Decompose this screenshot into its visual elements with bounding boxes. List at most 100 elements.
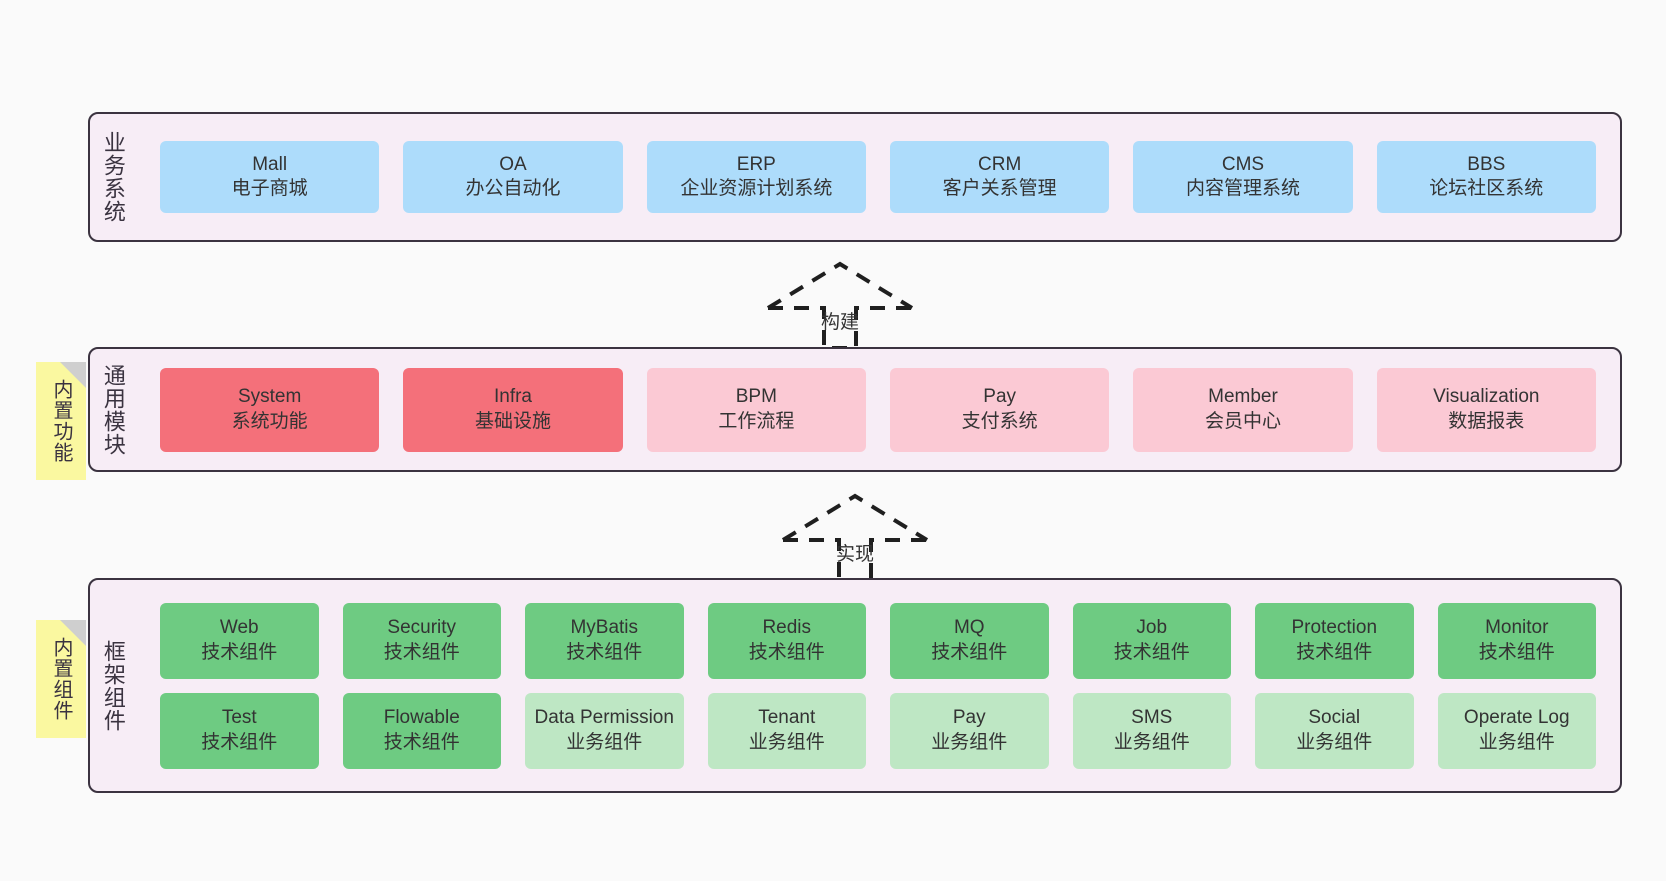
node-mq[interactable]: MQ 技术组件 [890, 602, 1049, 679]
node-subtitle: 数据报表 [1448, 410, 1525, 432]
node-title: Member [1208, 386, 1278, 408]
node-subtitle: 论坛社区系统 [1429, 178, 1544, 199]
node-subtitle: 业务组件 [1478, 731, 1555, 753]
layer-body-framework-component: Web 技术组件 Security 技术组件 MyBatis 技术组件 Redi… [136, 580, 1620, 791]
node-title: Infra [493, 386, 532, 408]
node-redis[interactable]: Redis 技术组件 [707, 602, 866, 679]
node-title: CMS [1221, 153, 1265, 175]
node-data-permission[interactable]: Data Permission 业务组件 [525, 692, 684, 769]
node-subtitle: 内容管理系统 [1185, 178, 1300, 199]
node-mall[interactable]: Mall 电子商城 [160, 141, 380, 213]
node-erp[interactable]: ERP 企业资源计划系统 [646, 141, 866, 213]
node-system[interactable]: System 系统功能 [160, 367, 380, 452]
node-protection[interactable]: Protection 技术组件 [1255, 602, 1414, 679]
framework-row-tech: Web 技术组件 Security 技术组件 MyBatis 技术组件 Redi… [148, 602, 1608, 679]
node-subtitle: 技术组件 [383, 641, 460, 663]
node-monitor[interactable]: Monitor 技术组件 [1437, 602, 1596, 679]
node-title: System [237, 386, 302, 408]
node-title: Flowable [383, 707, 460, 729]
node-title: MyBatis [570, 617, 639, 639]
node-title: Protection [1291, 617, 1378, 639]
layer-title-common-module: 通用模块 [100, 363, 126, 456]
node-subtitle: 业务组件 [1113, 731, 1190, 753]
node-job[interactable]: Job 技术组件 [1072, 602, 1231, 679]
layer-title-business-system: 业务系统 [100, 131, 126, 223]
layer-title-framework-component: 框架组件 [100, 639, 126, 732]
node-subtitle: 办公自动化 [465, 178, 561, 199]
node-title: Redis [762, 617, 812, 639]
folded-corner-icon [60, 362, 86, 388]
build-arrow-icon [766, 261, 914, 350]
sticky-note-label: 内置功能 [50, 379, 72, 463]
node-title: Mall [252, 153, 288, 175]
node-subtitle: 业务组件 [931, 731, 1008, 753]
node-title: MQ [953, 617, 985, 639]
sticky-note-label: 内置组件 [50, 637, 72, 721]
node-title: Pay [952, 707, 986, 729]
node-title: Data Permission [534, 707, 674, 729]
node-subtitle: 业务组件 [748, 731, 825, 753]
node-subtitle: 技术组件 [383, 731, 460, 753]
node-subtitle: 技术组件 [1296, 641, 1373, 663]
node-cms[interactable]: CMS 内容管理系统 [1133, 141, 1353, 213]
node-subtitle: 支付系统 [961, 410, 1038, 432]
layer-body-business-system: Mall 电子商城 OA 办公自动化 ERP 企业资源计划系统 CRM 客户关系… [136, 114, 1620, 240]
node-mybatis[interactable]: MyBatis 技术组件 [525, 602, 684, 679]
node-bbs[interactable]: BBS 论坛社区系统 [1376, 141, 1596, 213]
layer-body-common-module: System 系统功能 Infra 基础设施 BPM 工作流程 Pay 支付系统… [136, 349, 1620, 470]
node-subtitle: 电子商城 [231, 178, 308, 199]
node-subtitle: 技术组件 [1478, 641, 1555, 663]
node-sms[interactable]: SMS 业务组件 [1072, 692, 1231, 769]
node-subtitle: 系统功能 [231, 410, 308, 432]
node-title: Monitor [1485, 617, 1549, 639]
connector-build: 构建 [760, 258, 920, 350]
node-subtitle: 技术组件 [1113, 641, 1190, 663]
node-title: OA [499, 153, 527, 175]
node-subtitle: 技术组件 [566, 641, 643, 663]
node-subtitle: 客户关系管理 [942, 178, 1057, 199]
node-flowable[interactable]: Flowable 技术组件 [342, 692, 501, 769]
node-title: CRM [978, 153, 1022, 175]
node-title: BPM [735, 386, 777, 408]
node-title: Social [1308, 707, 1361, 729]
implement-arrow-icon [781, 493, 929, 582]
node-subtitle: 工作流程 [718, 410, 795, 432]
node-bpm[interactable]: BPM 工作流程 [646, 367, 866, 452]
node-subtitle: 技术组件 [201, 731, 278, 753]
node-pay[interactable]: Pay 支付系统 [889, 367, 1110, 452]
node-title: Web [219, 617, 259, 639]
node-member[interactable]: Member 会员中心 [1133, 367, 1353, 452]
node-subtitle: 企业资源计划系统 [680, 178, 833, 199]
node-oa[interactable]: OA 办公自动化 [403, 141, 623, 213]
node-web[interactable]: Web 技术组件 [160, 602, 319, 679]
node-title: ERP [736, 153, 776, 175]
framework-row-business: Test 技术组件 Flowable 技术组件 Data Permission … [148, 692, 1608, 769]
connector-implement: 实现 [775, 490, 935, 582]
folded-corner-icon [60, 620, 86, 646]
node-crm[interactable]: CRM 客户关系管理 [889, 141, 1110, 213]
node-test[interactable]: Test 技术组件 [160, 692, 319, 769]
node-subtitle: 会员中心 [1204, 410, 1281, 432]
node-title: Security [387, 617, 457, 639]
node-subtitle: 业务组件 [1296, 731, 1373, 753]
node-title: Job [1136, 617, 1168, 639]
node-subtitle: 基础设施 [474, 410, 551, 432]
node-infra[interactable]: Infra 基础设施 [403, 367, 623, 452]
node-tenant[interactable]: Tenant 业务组件 [707, 692, 866, 769]
sticky-note-builtin-functions: 内置功能 [36, 362, 86, 480]
node-operate-log[interactable]: Operate Log 业务组件 [1437, 692, 1596, 769]
node-subtitle: 技术组件 [201, 641, 278, 663]
node-title: Tenant [758, 707, 816, 729]
node-subtitle: 技术组件 [748, 641, 825, 663]
node-security[interactable]: Security 技术组件 [342, 602, 501, 679]
node-subtitle: 业务组件 [566, 731, 643, 753]
node-title: Test [221, 707, 257, 729]
node-title: Pay [983, 386, 1017, 408]
sticky-note-builtin-components: 内置组件 [36, 620, 86, 738]
node-social[interactable]: Social 业务组件 [1255, 692, 1414, 769]
layer-framework-component: 框架组件 Web 技术组件 Security 技术组件 MyBatis 技术组件… [88, 578, 1622, 793]
node-visualization[interactable]: Visualization 数据报表 [1376, 367, 1596, 452]
node-title: SMS [1131, 707, 1173, 729]
node-pay-business[interactable]: Pay 业务组件 [890, 692, 1049, 769]
